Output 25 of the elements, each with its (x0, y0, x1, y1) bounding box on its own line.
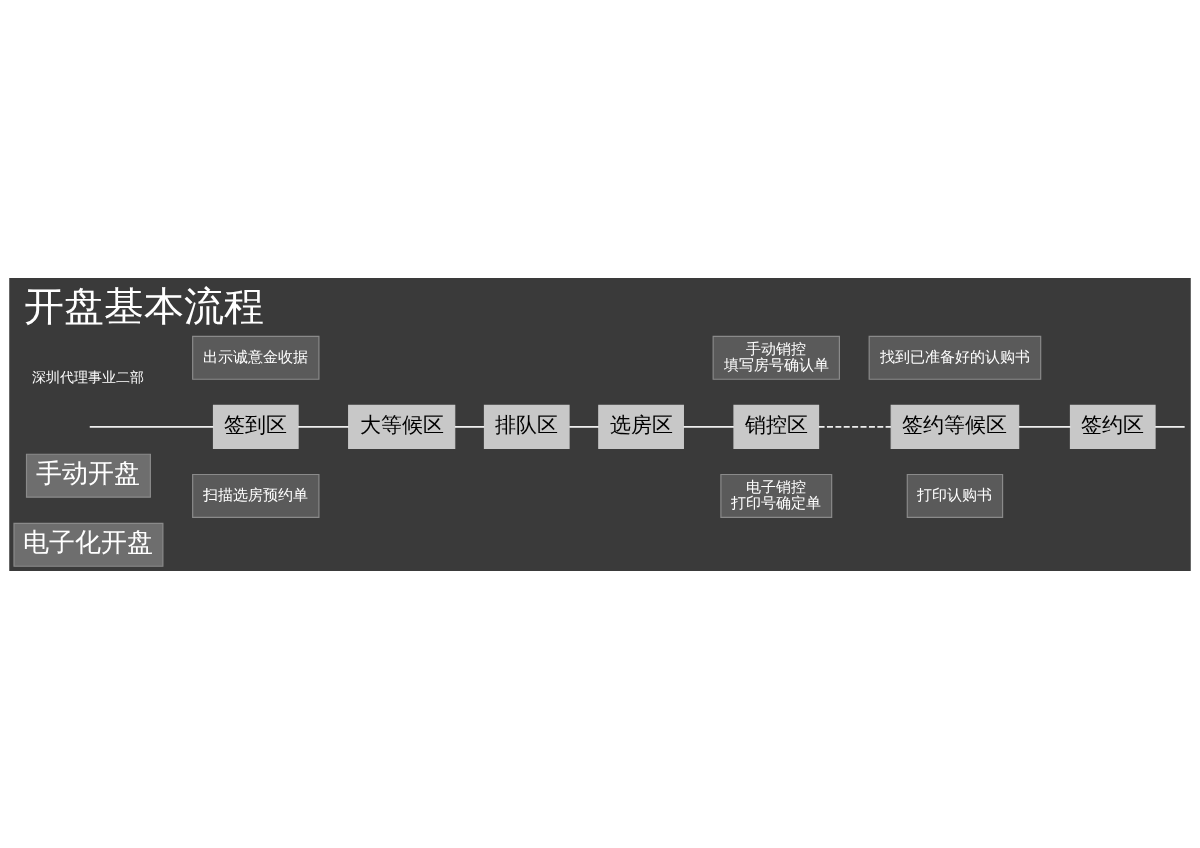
node-box: 电子化开盘 (13, 522, 164, 567)
node-box: 签到区 (212, 404, 299, 449)
connector (1154, 425, 1186, 428)
node-box: 签约区 (1069, 404, 1156, 449)
connector (454, 425, 486, 428)
diagram-title: 开盘基本流程 (24, 281, 265, 330)
connector (568, 425, 600, 428)
connector (88, 425, 215, 428)
node-box: 签约等候区 (890, 404, 1020, 449)
node-box: 扫描选房预约单 (192, 473, 320, 518)
connector (817, 425, 892, 428)
node-box: 找到已准备好的认购书 (868, 335, 1042, 380)
connector (682, 425, 735, 428)
node-box: 手动开盘 (25, 453, 151, 498)
node-box: 出示诚意金收据 (192, 335, 320, 380)
node-box: 销控区 (733, 404, 820, 449)
node-box: 电子销控 打印号确定单 (720, 473, 833, 518)
node-box: 大等候区 (348, 404, 456, 449)
node-box: 手动销控 填写房号确认单 (712, 335, 840, 380)
node-box: 打印认购书 (906, 473, 1004, 518)
connector (1018, 425, 1072, 428)
connector (297, 425, 350, 428)
label: 深圳代理事业二部 (32, 368, 145, 385)
node-box: 排队区 (483, 404, 570, 449)
node-box: 选房区 (598, 404, 684, 449)
